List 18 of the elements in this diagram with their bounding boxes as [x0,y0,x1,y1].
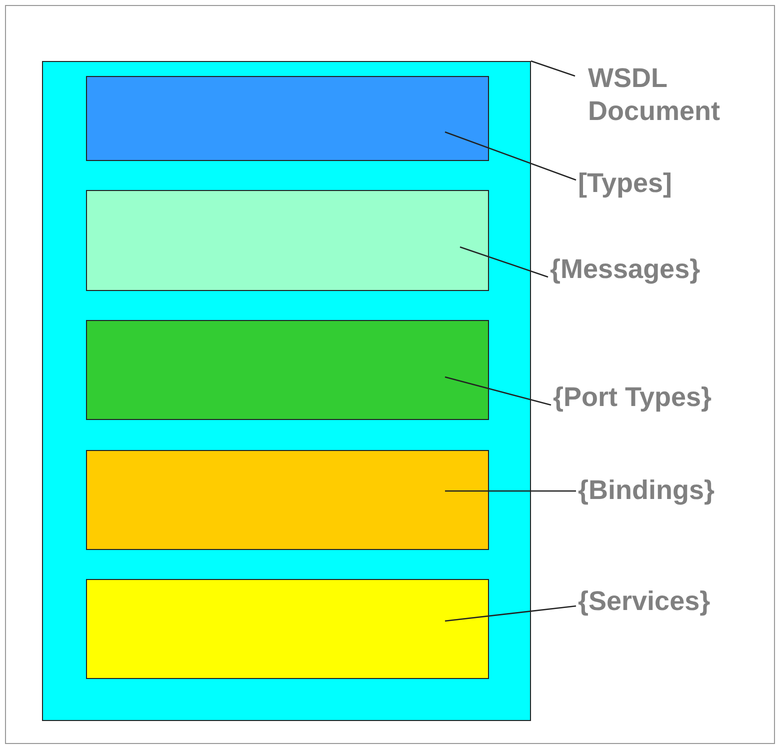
callout-label: {Bindings} [578,474,758,507]
callout-label: {Services} [578,585,758,618]
leader-line [530,60,576,77]
document-box [42,61,531,721]
leader-line [444,605,576,622]
leader-line [445,490,576,492]
callout-label: WSDL Document [588,62,768,128]
leader-line [444,131,576,181]
section-box [86,450,489,550]
section-box [86,76,489,161]
section-box [86,320,489,420]
section-box [86,190,489,291]
callout-label: {Port Types} [553,381,775,414]
section-box [86,579,489,679]
callout-label: [Types] [578,167,708,200]
leader-line [444,376,552,406]
callout-label: {Messages} [550,253,770,286]
leader-line [460,246,548,278]
